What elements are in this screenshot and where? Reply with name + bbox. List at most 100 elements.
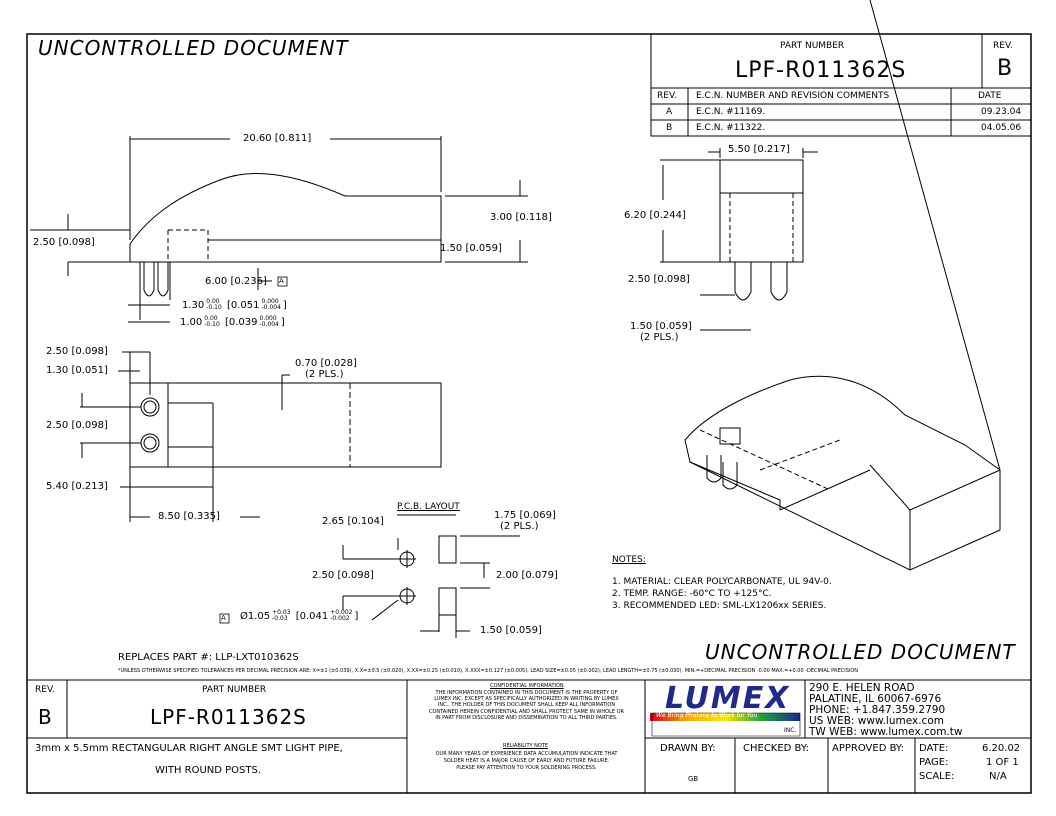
revtable-header-rev: REV. bbox=[657, 91, 677, 101]
confidential-title: CONFIDENTIAL INFORMATION bbox=[490, 683, 564, 689]
revtable-row1-rev: A bbox=[666, 107, 673, 117]
rev-top: B bbox=[997, 56, 1013, 81]
dim-side-left-height: 2.50 [0.098] bbox=[33, 237, 95, 248]
front-view bbox=[660, 148, 818, 331]
confidential-line: INC., THE HOLDER OF THIS DOCUMENT SHALL … bbox=[437, 702, 616, 709]
revtable-row2-comment: E.C.N. #11322. bbox=[696, 123, 766, 133]
dim-front-post-length: 2.50 [0.098] bbox=[628, 274, 690, 285]
dim-side-step: 1.50 [0.059] bbox=[440, 243, 502, 254]
dim-top-2-50: 2.50 [0.098] bbox=[46, 346, 108, 357]
reliability-title: RELIABILITY NOTE bbox=[503, 743, 549, 749]
post-w1-in: [0.051 bbox=[226, 300, 260, 311]
address-line: PALATINE, IL 60067-6976 bbox=[809, 693, 942, 705]
tb-description-1: 3mm x 5.5mm RECTANGULAR RIGHT ANGLE SMT … bbox=[35, 743, 343, 754]
isometric-view bbox=[684, 0, 1001, 571]
address-line: 290 E. HELEN ROAD bbox=[809, 682, 915, 694]
revtable-row2-rev: B bbox=[666, 123, 673, 133]
dim-pcb-2-50: 2.50 [0.098] bbox=[312, 570, 374, 581]
scale-label: SCALE: bbox=[919, 771, 955, 782]
dim-pcb-2-00: 2.00 [0.079] bbox=[496, 570, 558, 581]
replaces-part: REPLACES PART #: LLP-LXT010362S bbox=[118, 652, 299, 663]
note-1: 1. MATERIAL: CLEAR POLYCARBONATE, UL 94V… bbox=[612, 577, 832, 587]
post-w2-in: [0.039 bbox=[224, 317, 258, 328]
dim-pcb-2-65: 2.65 [0.104] bbox=[322, 516, 384, 527]
page-value: 1 OF 1 bbox=[986, 757, 1019, 768]
post-w2-tol-bot: -0.10 bbox=[204, 321, 220, 328]
note-2: 2. TEMP. RANGE: -60°C TO +125°C. bbox=[612, 589, 772, 599]
dim-post-spacing: 6.00 [0.236] bbox=[205, 276, 267, 287]
dim-hole-diameter: Ø1.05+0.03-0.03 [0.041+0.002-0.002] bbox=[240, 609, 359, 623]
tb-part-number: LPF-R011362S bbox=[150, 705, 307, 729]
side-view bbox=[30, 136, 528, 323]
reliability-line: PLEASE PAY ATTENTION TO YOUR SOLDERING P… bbox=[456, 765, 597, 771]
hole-tol-bot: -0.03 bbox=[272, 615, 288, 622]
dim-pcb-1-50: 1.50 [0.059] bbox=[480, 625, 542, 636]
revtable-row1-date: 09.23.04 bbox=[981, 107, 1022, 117]
reliability-line: SOLDER HEAT IS A MAJOR CAUSE OF EARLY AN… bbox=[443, 758, 610, 764]
post-w2-tol-top: 0.00 bbox=[204, 315, 218, 322]
drawn-by: GB bbox=[688, 775, 699, 783]
revtable-header-date: DATE bbox=[978, 91, 1002, 101]
pcb-layout-title: P.C.B. LAYOUT bbox=[397, 502, 460, 512]
dim-top-1-30: 1.30 [0.051] bbox=[46, 365, 108, 376]
reliability-text: OUR MANY YEARS OF EXPERIENCE DATA ACCUMU… bbox=[410, 751, 643, 772]
scale-value: N/A bbox=[989, 771, 1007, 782]
revtable-row2-date: 04.05.06 bbox=[981, 123, 1022, 133]
lumex-logo: LUMEX bbox=[665, 681, 791, 716]
dim-top-0-70-count: (2 PLS.) bbox=[305, 369, 344, 380]
hole-tol-top: +0.03 bbox=[272, 609, 291, 616]
post-w1-in-tol-top: 0.000 bbox=[261, 298, 279, 305]
lumex-tagline: We Bring Photons to Work for You bbox=[656, 712, 758, 719]
confidential-line: THE INFORMATION CONTAINED IN THIS DOCUME… bbox=[435, 690, 618, 696]
top-view bbox=[80, 351, 442, 522]
dim-pcb-1-75: 1.75 [0.069] bbox=[494, 510, 556, 521]
drawn-by-label: DRAWN BY: bbox=[660, 743, 716, 754]
tolerance-note: *UNLESS OTHERWISE SPECIFIED TOLERANCES P… bbox=[118, 668, 859, 674]
approved-by-label: APPROVED BY: bbox=[832, 743, 905, 754]
dim-top-8-50: 8.50 [0.335] bbox=[158, 511, 220, 522]
dim-front-post-dia: 1.50 [0.059] bbox=[630, 321, 692, 332]
lumex-inc: INC. bbox=[784, 727, 797, 734]
address-line: TW WEB: www.lumex.com.tw bbox=[809, 726, 963, 738]
note-3: 3. RECOMMENDED LED: SML-LX1206xx SERIES. bbox=[612, 601, 827, 611]
post-w2-in-tol-bot: -0.004 bbox=[259, 321, 279, 328]
rev-label-top: REV. bbox=[993, 41, 1013, 51]
revtable-header-comments: E.C.N. NUMBER AND REVISION COMMENTS bbox=[696, 91, 890, 101]
confidential-line: LUMEX INC. EXCEPT AS SPECIFICALLY AUTHOR… bbox=[434, 696, 619, 703]
tb-rev: B bbox=[38, 705, 52, 729]
page-label: PAGE: bbox=[919, 757, 949, 768]
post-w1-tol-top: 0.00 bbox=[206, 298, 220, 305]
confidential-line: CONTAINED HEREIN CONFIDENTIAL AND SHALL … bbox=[428, 708, 625, 715]
uncontrolled-document-top: UNCONTROLLED DOCUMENT bbox=[38, 36, 349, 60]
address-line: PHONE: +1.847.359.2790 bbox=[809, 704, 946, 716]
confidential-line: IN PART FROM DISCLOSURE AND DISSEMINATIO… bbox=[435, 714, 618, 721]
hole-dia: Ø1.05 bbox=[240, 611, 271, 622]
checked-by-label: CHECKED BY: bbox=[743, 743, 810, 754]
tb-rev-label: REV. bbox=[35, 685, 55, 695]
post-w1: 1.30 bbox=[182, 300, 205, 311]
post-w1-tol-bot: -0.10 bbox=[206, 304, 222, 311]
revtable-row1-comment: E.C.N. #11169. bbox=[696, 107, 766, 117]
company-address: 290 E. HELEN ROAD PALATINE, IL 60067-697… bbox=[809, 683, 962, 738]
part-number-top: LPF-R011362S bbox=[735, 58, 907, 83]
address-line: US WEB: www.lumex.com bbox=[809, 715, 944, 727]
dim-side-height: 3.00 [0.118] bbox=[490, 212, 552, 223]
tb-part-number-label: PART NUMBER bbox=[202, 685, 267, 695]
post-w1-in-tol-bot: -0.004 bbox=[261, 304, 281, 311]
dim-front-post-count: (2 PLS.) bbox=[640, 332, 679, 343]
date-value: 6.20.02 bbox=[982, 743, 1021, 754]
dim-top-5-40: 5.40 [0.213] bbox=[46, 481, 108, 492]
dim-top-2-50b: 2.50 [0.098] bbox=[46, 420, 108, 431]
datum-a-hole: A bbox=[221, 614, 226, 622]
post-w2-in-tol-top: 0.000 bbox=[259, 315, 277, 322]
date-label: DATE: bbox=[919, 743, 949, 754]
dim-top-0-70: 0.70 [0.028] bbox=[295, 358, 357, 369]
part-number-label-top: PART NUMBER bbox=[780, 41, 845, 51]
pcb-layout bbox=[342, 514, 520, 638]
dim-front-width: 5.50 [0.217] bbox=[728, 144, 790, 155]
dim-side-length: 20.60 [0.811] bbox=[243, 133, 312, 144]
dim-pcb-1-75-count: (2 PLS.) bbox=[500, 521, 539, 532]
